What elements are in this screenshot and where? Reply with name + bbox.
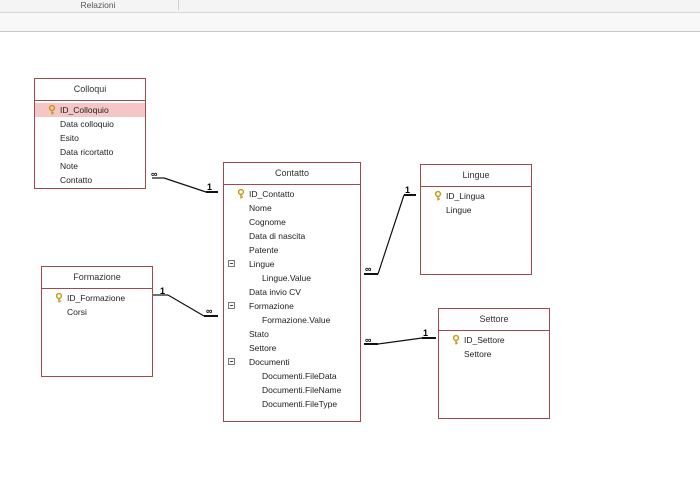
ribbon-group-separator (178, 0, 179, 10)
field-formazione-value[interactable]: Formazione.Value (224, 313, 360, 327)
field-esito[interactable]: Esito (35, 131, 145, 145)
field-label: Lingue.Value (262, 273, 311, 283)
field-formazione[interactable]: Formazione (224, 299, 360, 313)
field-data-ricortatto[interactable]: Data ricortatto (35, 145, 145, 159)
ribbon: Relazioni (0, 0, 700, 13)
primary-key-icon (48, 105, 56, 115)
field-label: Nome (249, 203, 272, 213)
field-label: ID_Settore (464, 335, 505, 345)
table-contatto[interactable]: Contatto ID_Contatto Nome Cognome Data d… (223, 162, 361, 422)
cardinality-many-formazione: ∞ (206, 306, 213, 316)
field-label: ID_Colloquio (60, 105, 109, 115)
table-lingue[interactable]: Lingue ID_Lingua Lingue (420, 164, 532, 275)
table-title-settore[interactable]: Settore (439, 309, 549, 331)
field-label: ID_Lingua (446, 191, 485, 201)
field-label: Cognome (249, 217, 286, 227)
field-contatto[interactable]: Contatto (35, 173, 145, 187)
field-data-invio-cv[interactable]: Data invio CV (224, 285, 360, 299)
field-id-settore[interactable]: ID_Settore (439, 333, 549, 347)
relationship-line-formazione-contatto[interactable] (167, 294, 205, 317)
field-lingue-value[interactable]: Lingue.Value (224, 271, 360, 285)
field-label: Lingue (249, 259, 275, 269)
document-tab-strip (0, 13, 700, 32)
cardinality-one-formazione: 1 (160, 286, 166, 296)
field-label: Documenti (249, 357, 290, 367)
field-stato[interactable]: Stato (224, 327, 360, 341)
field-cognome[interactable]: Cognome (224, 215, 360, 229)
field-label: Lingue (446, 205, 472, 215)
ribbon-group-label: Relazioni (80, 0, 116, 10)
field-label: Note (60, 161, 78, 171)
field-label: ID_Formazione (67, 293, 126, 303)
table-settore[interactable]: Settore ID_Settore Settore (438, 308, 550, 419)
field-label: Settore (249, 343, 277, 353)
field-label: Data invio CV (249, 287, 301, 297)
field-documenti-filedata[interactable]: Documenti.FileData (224, 369, 360, 383)
field-label: ID_Contatto (249, 189, 295, 199)
field-label: Formazione.Value (262, 315, 331, 325)
field-label: Data ricortatto (60, 147, 114, 157)
relationship-line-colloqui-contatto-diag[interactable] (163, 177, 207, 193)
field-label: Data colloquio (60, 119, 114, 129)
field-id-lingua[interactable]: ID_Lingua (421, 189, 531, 203)
relationship-line-contatto-lingue[interactable] (377, 194, 405, 275)
table-title-contatto[interactable]: Contatto (224, 163, 360, 185)
cardinality-many-settore: ∞ (365, 335, 372, 345)
field-id-colloquio[interactable]: ID_Colloquio (35, 103, 145, 117)
primary-key-icon (452, 335, 460, 345)
field-lingue[interactable]: Lingue (224, 257, 360, 271)
field-label: Settore (464, 349, 492, 359)
field-label: Documenti.FileName (262, 385, 342, 395)
field-id-contatto[interactable]: ID_Contatto (224, 187, 360, 201)
field-corsi[interactable]: Corsi (42, 305, 152, 319)
field-documenti-filename[interactable]: Documenti.FileName (224, 383, 360, 397)
field-label: Corsi (67, 307, 87, 317)
field-label: Documenti.FileType (262, 399, 338, 409)
field-note[interactable]: Note (35, 159, 145, 173)
field-settore-name[interactable]: Settore (439, 347, 549, 361)
field-documenti[interactable]: Documenti (224, 355, 360, 369)
cardinality-many-colloqui: ∞ (151, 169, 158, 179)
field-data-di-nascita[interactable]: Data di nascita (224, 229, 360, 243)
field-settore[interactable]: Settore (224, 341, 360, 355)
collapse-icon[interactable] (228, 260, 235, 267)
field-label: Stato (249, 329, 269, 339)
field-id-formazione[interactable]: ID_Formazione (42, 291, 152, 305)
table-formazione[interactable]: Formazione ID_Formazione Corsi (41, 266, 153, 377)
cardinality-one-settore: 1 (423, 328, 429, 338)
table-title-formazione[interactable]: Formazione (42, 267, 152, 289)
field-lingue-name[interactable]: Lingue (421, 203, 531, 217)
table-title-lingue[interactable]: Lingue (421, 165, 531, 187)
cardinality-one-lingue: 1 (405, 185, 411, 195)
collapse-icon[interactable] (228, 302, 235, 309)
primary-key-icon (55, 293, 63, 303)
field-label: Contatto (60, 175, 93, 185)
field-label: Data di nascita (249, 231, 306, 241)
table-colloqui[interactable]: Colloqui ID_Colloquio Data colloquio Esi… (34, 78, 146, 189)
primary-key-icon (237, 189, 245, 199)
field-patente[interactable]: Patente (224, 243, 360, 257)
field-nome[interactable]: Nome (224, 201, 360, 215)
field-data-colloquio[interactable]: Data colloquio (35, 117, 145, 131)
field-label: Formazione (249, 301, 294, 311)
relationship-line-contatto-settore[interactable] (377, 337, 423, 345)
primary-key-icon (434, 191, 442, 201)
cardinality-many-lingue: ∞ (365, 264, 372, 274)
field-documenti-filetype[interactable]: Documenti.FileType (224, 397, 360, 411)
field-label: Patente (249, 245, 279, 255)
field-label: Documenti.FileData (262, 371, 337, 381)
field-label: Esito (60, 133, 79, 143)
collapse-icon[interactable] (228, 358, 235, 365)
cardinality-one-contatto: 1 (207, 182, 213, 192)
table-title-colloqui[interactable]: Colloqui (35, 79, 145, 101)
